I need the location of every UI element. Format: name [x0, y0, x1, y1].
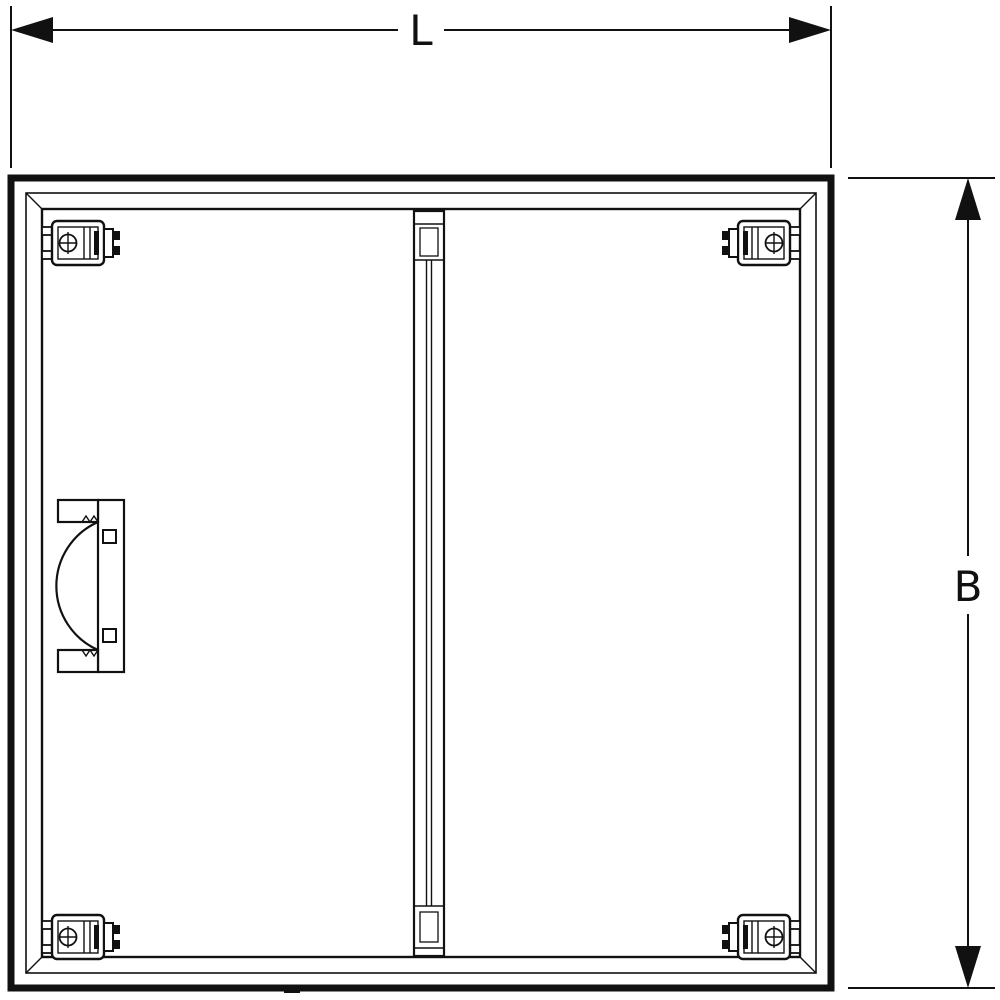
- width-dimension: B: [848, 177, 995, 989]
- pipe-clamp-bottom-bar: [56, 648, 100, 674]
- miter-bottom-right: [799, 956, 817, 974]
- pipe-clamp-serration-bottom: [81, 648, 99, 658]
- bottom-edge-tab: [284, 985, 300, 993]
- pipe-clamp-top-bar: [56, 498, 100, 524]
- width-arrow-top: [955, 178, 981, 220]
- width-dimension-label: B: [954, 562, 983, 611]
- pipe-clamp-bracket: [55, 498, 126, 674]
- pipe-clamp-serration-top: [81, 514, 99, 524]
- length-arrow-left: [11, 17, 53, 43]
- miter-top-right: [799, 192, 817, 210]
- frame-middle-edge: [25, 192, 817, 974]
- center-rail-body: [412, 209, 446, 958]
- pipe-clamp-arc: [55, 520, 99, 652]
- pipe-clamp-plate: [96, 498, 126, 674]
- center-rail: [412, 209, 446, 958]
- center-rail-top-cap: [419, 227, 439, 257]
- miter-top-left: [25, 192, 43, 210]
- width-arrow-bottom: [955, 946, 981, 988]
- length-arrow-right: [789, 17, 831, 43]
- length-dimension-label: L: [409, 6, 433, 55]
- pipe-clamp-hole-top: [102, 529, 117, 544]
- center-rail-bottom-cap: [419, 911, 439, 943]
- miter-bottom-left: [25, 956, 43, 974]
- length-dimension: L: [10, 6, 832, 168]
- pipe-clamp-hole-bottom: [102, 628, 117, 643]
